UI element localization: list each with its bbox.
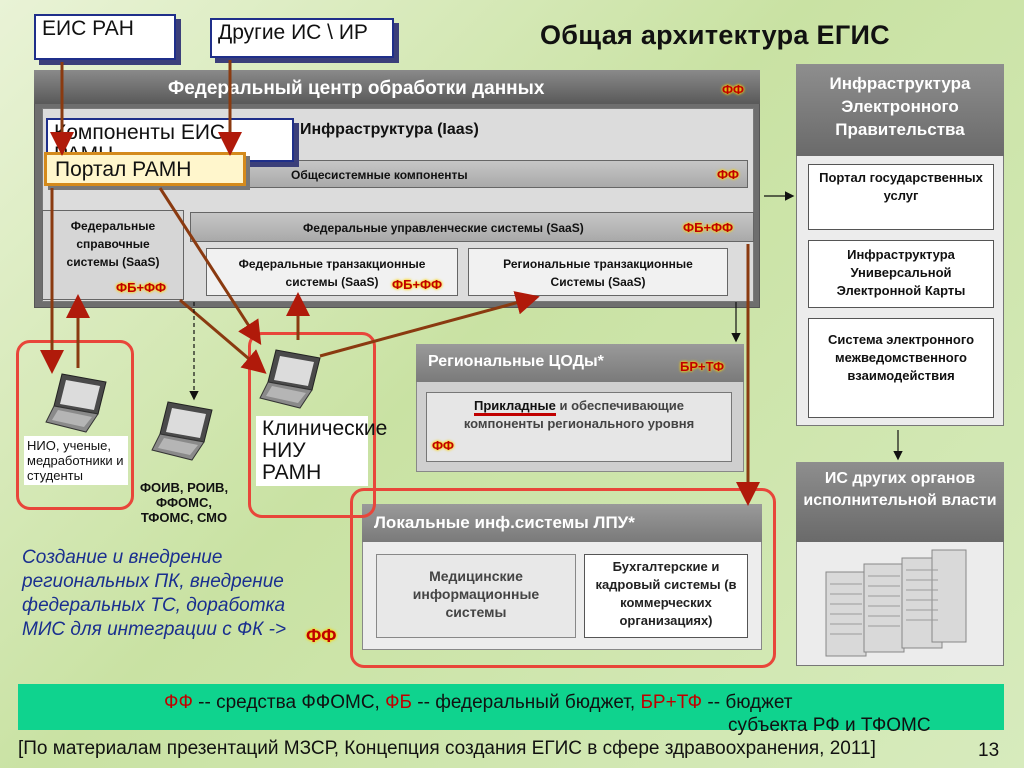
- regional-data-centers-header: Региональные ЦОДы*: [416, 344, 744, 382]
- federal-transaction-tag: ФБ+ФФ: [392, 277, 443, 292]
- laptop-icon-clinic: [259, 349, 321, 409]
- clinic-group-frame: [248, 332, 376, 518]
- laptop-icon-nio: [45, 373, 107, 433]
- applied-components-highlight: Прикладные: [474, 398, 556, 416]
- common-components-label: Общесистемные компоненты: [291, 168, 468, 182]
- federal-reference-tag: ФБ+ФФ: [116, 280, 167, 295]
- egov-infrastructure-header: Инфраструктура Электронного Правительств…: [796, 64, 1004, 156]
- other-is-label: Другие ИС \ ИР: [218, 21, 368, 44]
- legend-ff: ФФ: [164, 692, 193, 713]
- lpu-highlight-frame: [350, 488, 776, 668]
- accounting-hr-box: Бухгалтерские и кадровый системы (в комм…: [584, 554, 748, 638]
- portal-ramn-box: Портал РАМН: [44, 152, 246, 186]
- federal-management-tag: ФБ+ФФ: [683, 220, 734, 235]
- medical-is-box: Медицинские информационные системы: [376, 554, 576, 638]
- lpu-systems-title: Локальные инф.системы ЛПУ*: [374, 513, 635, 532]
- fcod-funding-tag: ФФ: [722, 82, 745, 97]
- legend-fb: ФБ: [385, 692, 413, 713]
- iaas-label: Инфраструктура (Iaas): [300, 121, 479, 138]
- regional-data-centers-tag: БР+ТФ: [680, 359, 725, 374]
- nio-users-label: НИО, ученые, медработники и студенты: [24, 436, 128, 485]
- portal-ramn-label: Портал РАМН: [55, 158, 192, 181]
- clinic-users-label: Клинические НИУ РАМН: [256, 416, 387, 486]
- lpu-systems-header: Локальные инф.системы ЛПУ*: [362, 504, 762, 542]
- applied-components-tag: ФФ: [432, 438, 455, 453]
- legend-brtf-text: -- бюджет: [702, 692, 793, 713]
- federal-data-center-header: [34, 70, 760, 104]
- federal-data-center-title: Федеральный центр обработки данных: [168, 78, 545, 99]
- applied-components-label: и обеспечивающие компоненты региональног…: [463, 398, 695, 431]
- legend-line-2: субъекта РФ и ТФОМС: [728, 715, 931, 736]
- other-is-box: Другие ИС \ ИР: [210, 18, 394, 58]
- federal-reference-systems: Федеральные справочные системы (SaaS): [42, 210, 184, 300]
- common-components-tag: ФФ: [717, 167, 740, 182]
- federal-management-bar: Федеральные управленческие системы (SaaS…: [190, 212, 754, 242]
- federal-transaction-label: Федеральные транзакционные системы (SaaS…: [238, 257, 426, 289]
- egov-portal-item: Портал государственных услуг: [808, 164, 994, 230]
- legend-brtf: БР+ТФ: [640, 692, 703, 713]
- regional-transaction-systems: Региональные транзакционные Системы (Saa…: [468, 248, 728, 296]
- other-gov-is-header: ИС других органов исполнительной власти: [796, 462, 1004, 542]
- legend-fb-text: -- федеральный бюджет,: [412, 692, 641, 713]
- egov-smev-item: Система электронного межведомственного в…: [808, 318, 994, 418]
- laptop-icon-foiv: [151, 401, 213, 461]
- eis-ran-box: ЕИС РАН: [34, 14, 176, 60]
- arrow-reference-to-clinic: [179, 298, 267, 374]
- federal-reference-systems-label: Федеральные справочные системы (SaaS): [66, 219, 160, 269]
- applied-components-box: Прикладные и обеспечивающие компоненты р…: [426, 392, 732, 462]
- implementation-note-tag: ФФ: [306, 626, 337, 646]
- accounting-hr-label: Бухгалтерские и кадровый системы (в комм…: [595, 559, 737, 628]
- arrow-portal-to-clinic: [158, 187, 262, 346]
- nio-group-frame: [16, 340, 134, 510]
- regional-transaction-label: Региональные транзакционные Системы (Saa…: [503, 257, 693, 289]
- federal-transaction-systems: Федеральные транзакционные системы (SaaS…: [206, 248, 458, 296]
- legend-line-1: ФФ -- средства ФФОМС, ФБ -- федеральный …: [164, 692, 793, 714]
- source-citation: [По материалам презентаций МЗСР, Концепц…: [18, 738, 876, 759]
- regional-data-centers-title: Региональные ЦОДы*: [428, 353, 604, 370]
- page-title: Общая архитектура ЕГИС: [540, 20, 890, 50]
- federal-management-label: Федеральные управленческие системы (SaaS…: [303, 221, 584, 235]
- implementation-note: Создание и внедрение региональных ПК, вн…: [22, 547, 287, 640]
- page-number: 13: [978, 740, 1000, 761]
- medical-is-label: Медицинские информационные системы: [412, 568, 540, 620]
- common-components-bar: Общесистемные компоненты ФФ: [184, 160, 748, 188]
- egov-uec-item: Инфраструктура Универсальной Электронной…: [808, 240, 994, 308]
- legend-bar: [18, 684, 1004, 730]
- eis-ran-label: ЕИС РАН: [42, 17, 134, 40]
- foiv-users-label: ФОИВ, РОИВ, ФФОМС, ТФОМС, СМО: [139, 480, 229, 525]
- legend-ff-text: -- средства ФФОМС,: [192, 692, 386, 713]
- arrow-clinic-to-regional: [319, 291, 540, 358]
- server-rack-icon: [825, 549, 967, 657]
